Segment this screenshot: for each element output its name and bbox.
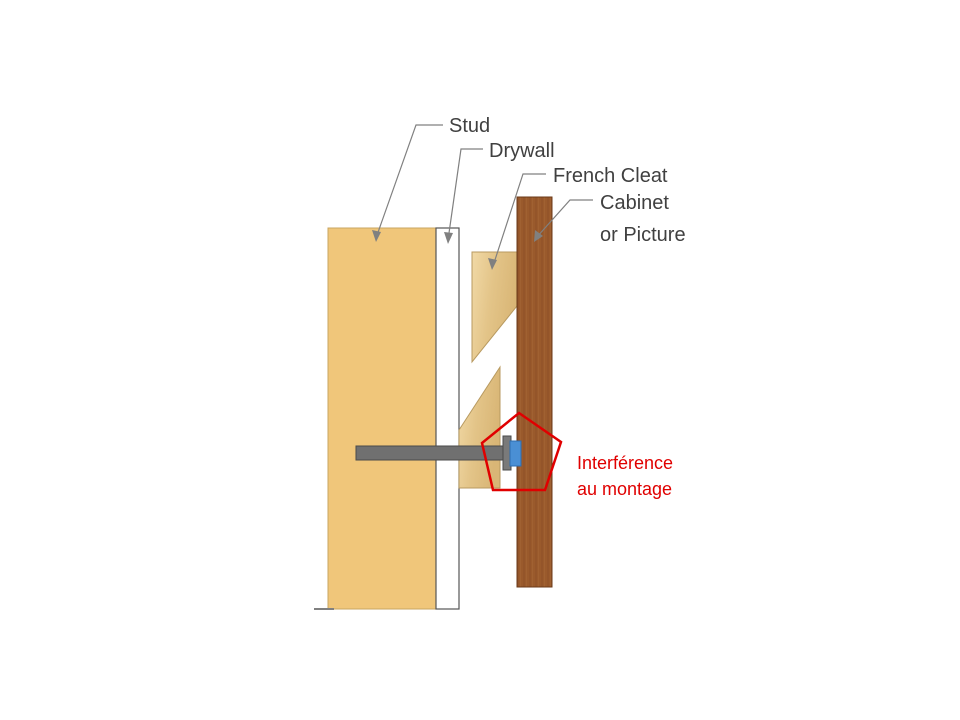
cabinet-cleat-shape [471,251,518,364]
interference-highlight-icon [480,411,563,492]
drywall-leader-line [447,148,483,241]
stud-label: Stud [449,115,490,137]
screw-shaft-shape [355,445,521,461]
drywall-label: Drywall [489,140,555,162]
stud-shape [327,227,437,610]
cabinet-leader-arrow [534,230,543,242]
washer-shape [509,440,522,467]
cabinet-board-shape [516,196,553,588]
stud-leader-line [375,124,443,239]
drywall-shape [435,227,460,610]
drywall-leader-arrow [444,232,453,244]
french-cleat-leader-arrow [488,258,497,270]
french-cleat-label: French Cleat [553,165,668,187]
cabinet-label-line2: or Picture [600,224,686,246]
wall-cleat-shape [458,365,501,489]
interference-label-line2: au montage [577,479,672,499]
cabinet-leader-line [535,199,593,239]
french-cleat-leader-line [492,173,546,267]
cabinet-label-line1: Cabinet [600,192,669,214]
stud-leader-arrow [372,230,381,242]
interference-label-line1: Interférence [577,453,673,473]
